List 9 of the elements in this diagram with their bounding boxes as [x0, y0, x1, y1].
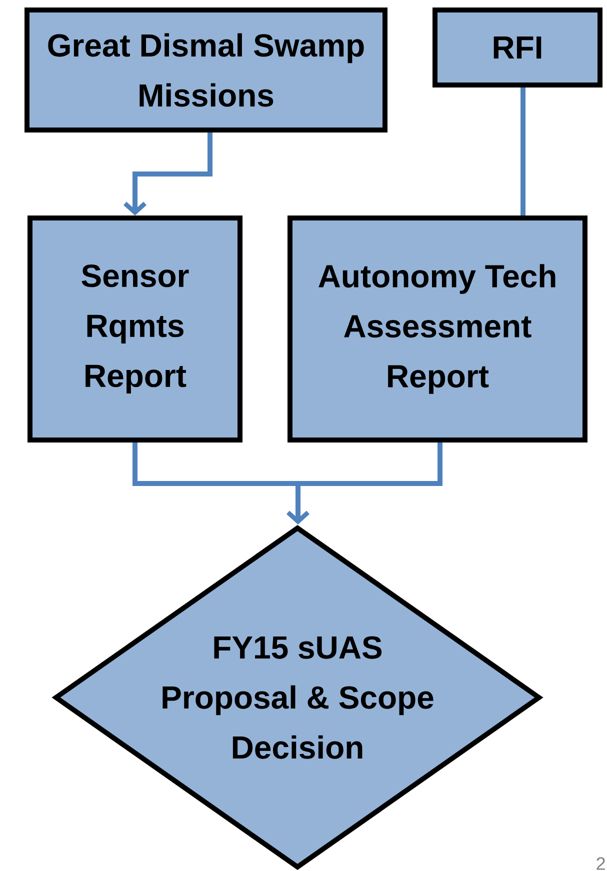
process-box: Autonomy Tech Assessment Report: [288, 216, 588, 442]
connector-line: [132, 442, 298, 486]
page-number: 2: [596, 857, 605, 870]
process-box: Sensor Rqmts Report: [28, 216, 242, 442]
arrow: [124, 132, 212, 216]
arrow: [286, 484, 310, 524]
process-box: RFI: [432, 8, 602, 88]
process-box: Great Dismal Swamp Missions: [24, 8, 388, 132]
connector-line: [298, 442, 442, 486]
